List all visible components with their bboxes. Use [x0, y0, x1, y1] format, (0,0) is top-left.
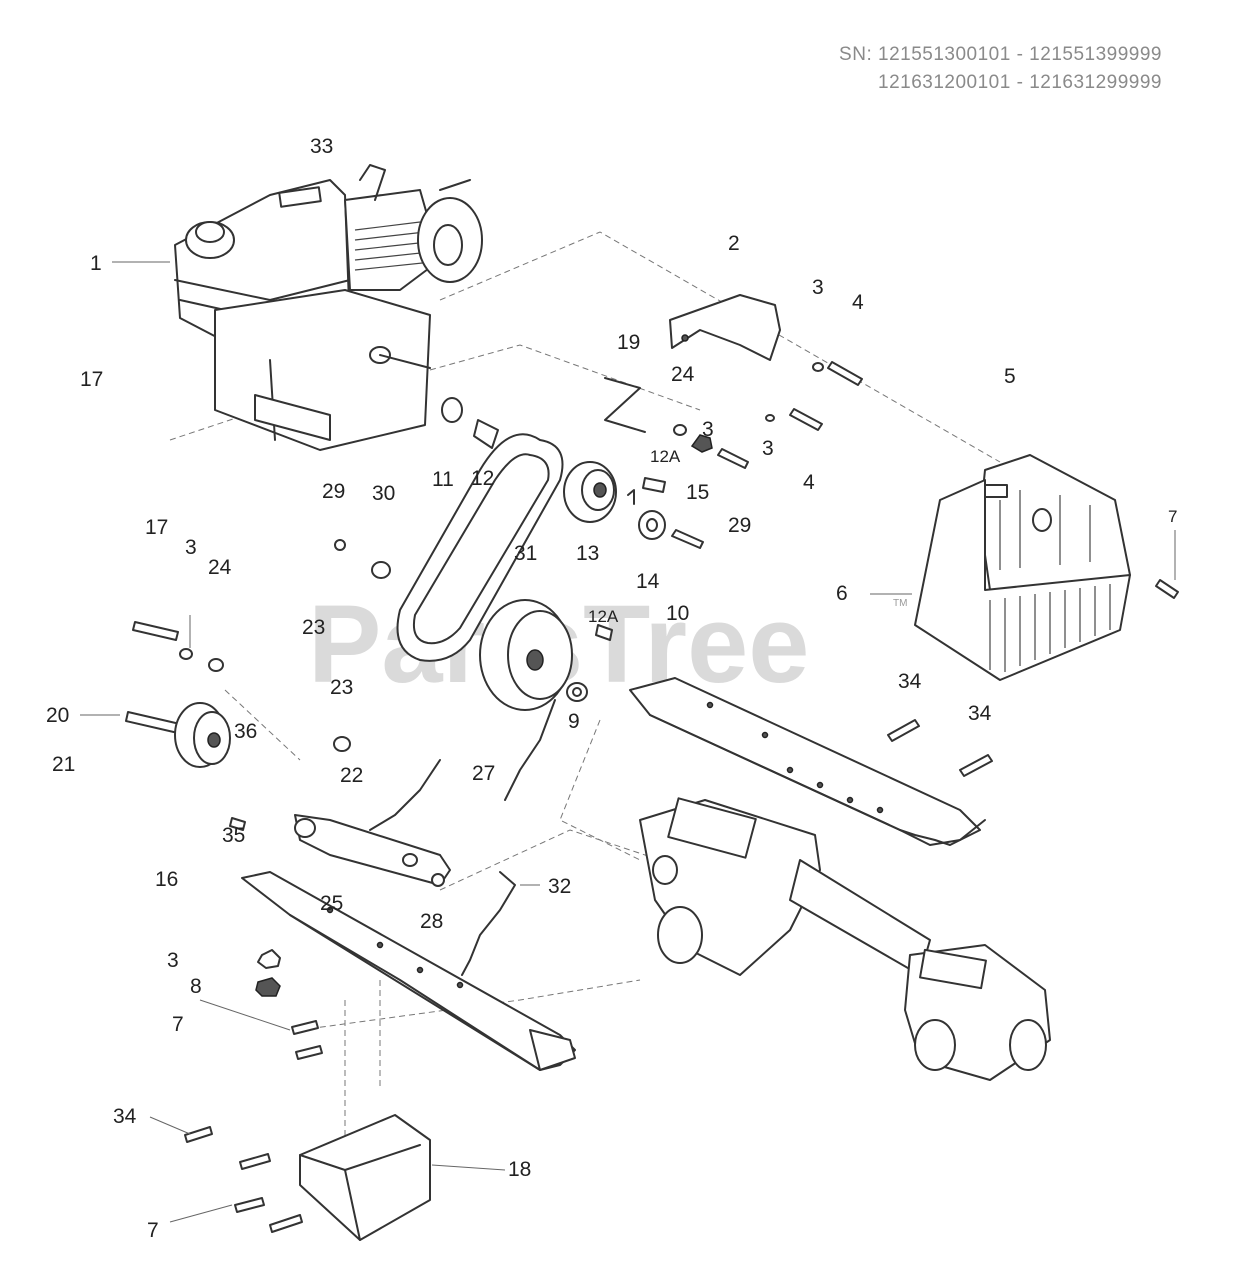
- label-part-7-a: 7: [1168, 507, 1177, 526]
- idler-arm-assembly: [294, 814, 451, 887]
- idler-pulley-part-21: [174, 702, 246, 831]
- label-part-3-b: 3: [702, 418, 714, 441]
- engine-assembly: [174, 164, 483, 451]
- bolt-part-20: [125, 711, 181, 734]
- label-part-20: 20: [46, 704, 69, 727]
- label-part-14: 14: [636, 570, 660, 593]
- watermark-trademark: TM: [893, 598, 907, 609]
- label-part-24-b: 24: [208, 556, 232, 579]
- v-belt-part-31: [396, 433, 564, 662]
- label-part-32: 32: [548, 875, 571, 898]
- left-hardware-stack: [132, 621, 351, 752]
- part-labels: 33 1 2 3 4 19 17 24 3 5 3 4 12A 15 11 12…: [46, 135, 1177, 1242]
- label-part-29-b: 29: [728, 514, 751, 537]
- label-part-1: 1: [90, 252, 102, 275]
- control-rod-part-27: [504, 699, 556, 801]
- bolts-part-7-left: [291, 1020, 323, 1060]
- label-part-34-a: 34: [898, 670, 922, 693]
- label-part-21: 21: [52, 753, 75, 776]
- label-part-8: 8: [190, 975, 202, 998]
- leader-lines: [80, 261, 1176, 1223]
- bolts-group-top: [673, 361, 863, 469]
- label-part-3-a: 3: [812, 276, 824, 299]
- frame-rail-part-25: [241, 871, 576, 1071]
- label-part-12a-top: 12A: [650, 447, 681, 466]
- label-part-36: 36: [234, 720, 257, 743]
- label-part-27: 27: [472, 762, 495, 785]
- label-part-4-b: 4: [803, 471, 815, 494]
- label-part-33: 33: [310, 135, 333, 158]
- label-part-16: 16: [155, 868, 178, 891]
- cable-part-27: [369, 759, 441, 831]
- serial-number-line-1: SN: 121551300101 - 121551399999: [839, 44, 1162, 65]
- label-part-5: 5: [1004, 365, 1016, 388]
- label-part-12: 12: [471, 467, 494, 490]
- label-part-18: 18: [508, 1158, 531, 1181]
- assembly-guide-lines: [169, 231, 1001, 1160]
- frame-rail-part-10: [629, 677, 986, 846]
- engine-pulley-part-13: [563, 461, 617, 523]
- label-part-17-b: 17: [145, 516, 168, 539]
- label-part-12a-mid: 12A: [588, 607, 619, 626]
- label-part-6: 6: [836, 582, 848, 605]
- spacer-and-key: [441, 397, 499, 449]
- transmission-pulley: [479, 599, 613, 711]
- label-part-25: 25: [320, 892, 343, 915]
- bracket-part-2: [669, 294, 781, 361]
- nuts-part-3-8: [255, 949, 281, 997]
- label-part-28: 28: [420, 910, 443, 933]
- bolts-part-7-lower: [234, 1197, 303, 1233]
- label-part-3-e: 3: [167, 949, 179, 972]
- label-part-19: 19: [617, 331, 640, 354]
- belt-guard-cover: [914, 454, 1179, 681]
- label-part-3-c: 3: [762, 437, 774, 460]
- label-part-34-b: 34: [968, 702, 992, 725]
- lever-part-32: [461, 871, 516, 976]
- label-part-13: 13: [576, 542, 599, 565]
- label-part-30: 30: [372, 482, 395, 505]
- bolts-part-34-upper: [887, 719, 993, 777]
- label-part-35: 35: [222, 824, 245, 847]
- label-part-7-c: 7: [147, 1219, 159, 1242]
- pulley-hardware: [334, 477, 704, 579]
- label-part-24-a: 24: [671, 363, 695, 386]
- serial-number-line-2: 121631200101 - 121631299999: [878, 72, 1162, 93]
- label-part-2: 2: [728, 232, 740, 255]
- rod-part-19: [604, 377, 646, 433]
- label-part-3-d: 3: [185, 536, 197, 559]
- label-part-23-a: 23: [302, 616, 325, 639]
- bracket-part-18: [299, 1114, 431, 1241]
- label-part-11: 11: [432, 468, 454, 491]
- label-part-29-a: 29: [322, 480, 345, 503]
- label-part-9: 9: [568, 710, 580, 733]
- label-part-7-b: 7: [172, 1013, 184, 1036]
- label-part-10: 10: [666, 602, 689, 625]
- label-part-17-a: 17: [80, 368, 103, 391]
- bolts-part-34-lower: [184, 1126, 271, 1170]
- label-part-34-c: 34: [113, 1105, 137, 1128]
- label-part-31: 31: [514, 542, 537, 565]
- label-part-23-b: 23: [330, 676, 353, 699]
- transmission-gearbox: [639, 797, 1051, 1081]
- label-part-4-a: 4: [852, 291, 864, 314]
- label-part-15: 15: [686, 481, 709, 504]
- label-part-22: 22: [340, 764, 363, 787]
